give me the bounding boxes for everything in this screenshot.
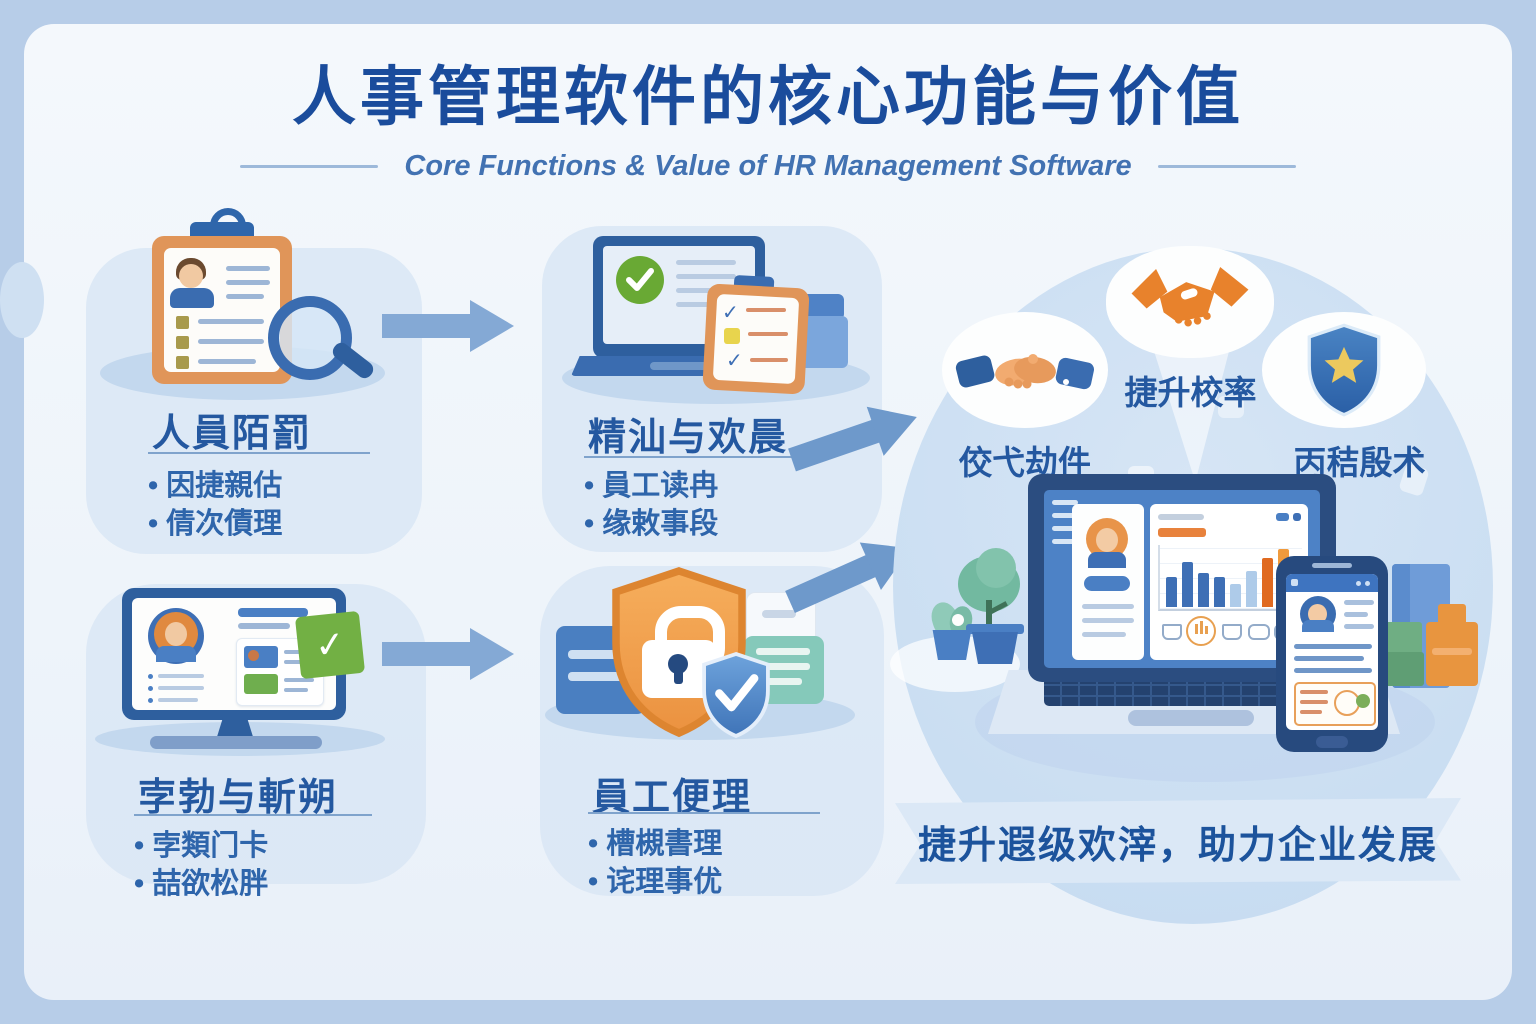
benefit-bubble [1106,246,1274,358]
subtitle-row: Core Functions & Value of HR Management … [0,150,1536,183]
phone-header [1286,574,1378,592]
handshake-icon [955,354,1095,390]
rule-recruitment [148,452,370,454]
highlight-ring-icon [1186,616,1216,646]
bullet: 槽槻書理 [588,820,722,862]
subtitle-right-line [1157,165,1296,168]
rule-attendance [134,814,372,816]
page-title: 人事管理软件的核心功能与价值 [292,61,1244,133]
bullet: 因捷親估 [148,462,282,504]
check-circle-icon [616,256,664,304]
section-heading-attendance: 孛勃与斬朔 [138,777,339,819]
section-heading-recruitment: 人員陌罰 [152,413,313,455]
page-subtitle: Core Functions & Value of HR Management … [404,150,1132,182]
shield-star-icon [1307,323,1381,417]
subtitle-left-line [240,165,379,168]
handshake-deal-icon [1131,267,1249,327]
chart-bar [1262,558,1273,607]
bullet: 诧理事优 [588,858,722,900]
profile-button [1084,576,1130,591]
chart-bar [1230,583,1241,607]
cloud-deco [0,262,44,338]
chart-bar [1214,576,1225,607]
bullet: 倩次債理 [148,500,282,542]
speech-bubble-deco [1218,396,1244,418]
bullet: 喆欲松胖 [134,860,268,902]
chart-bar [1198,573,1209,607]
rule-employee [588,812,820,814]
dashboard-heading-bar [1158,528,1206,537]
banner-text: 捷升遐级欢滓，助力企业发展 [917,824,1438,867]
blue-check-shield-icon [702,651,770,739]
arrow-right-icon [382,300,514,352]
chart-bar [1182,561,1193,607]
benefit-bubble [1262,312,1426,428]
chart-bar [1246,571,1257,607]
rule-training [584,456,834,458]
chart-bar [1166,576,1177,607]
bullet: 缘敕事段 [584,500,718,542]
green-check-sticky-icon: ✓ [294,610,366,680]
arrow-right-icon [382,628,514,680]
value-banner: 捷升遐级欢滓，助力企业发展 [895,798,1461,884]
section-heading-training: 精汕与欢晨 [588,417,789,459]
bullet: 孛類门卡 [134,822,268,864]
benefit-bubble [942,312,1108,428]
laptop-trackpad [1128,710,1254,726]
bullet: 員工读冉 [584,462,718,504]
benefit-label: 捷升校率 [1124,374,1257,411]
phone-home-button [1316,736,1348,748]
